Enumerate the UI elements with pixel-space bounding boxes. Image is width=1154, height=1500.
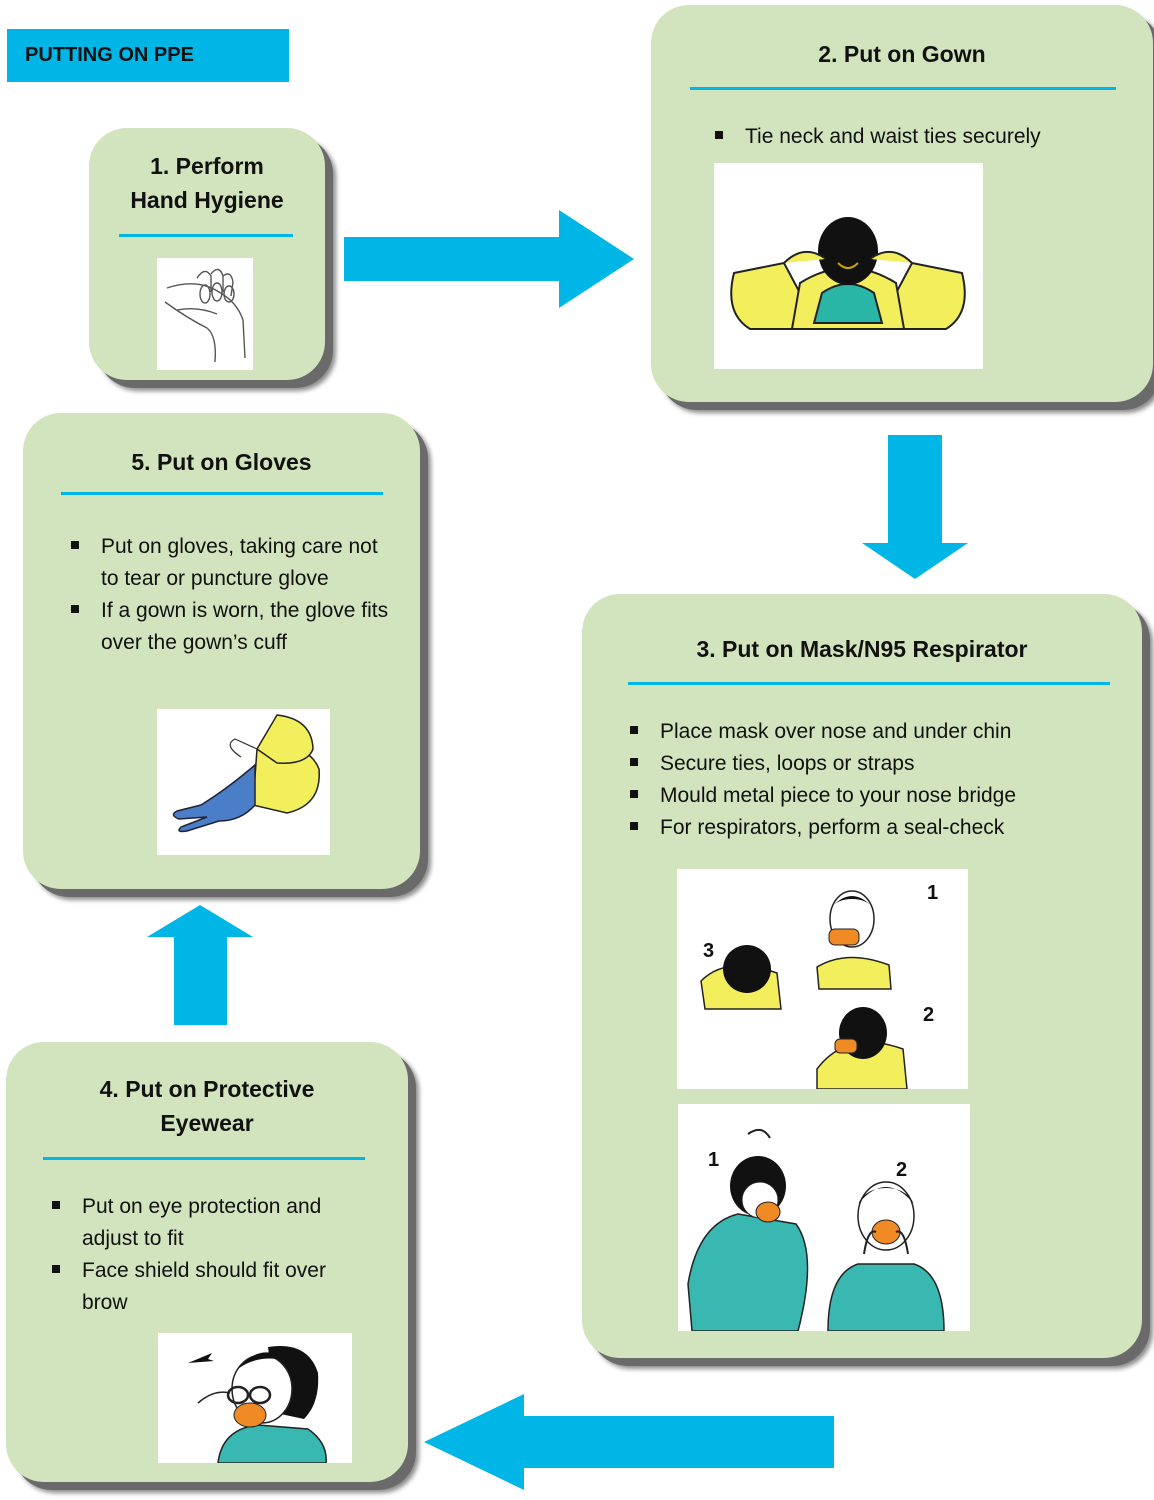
svg-text:1: 1 (927, 882, 938, 904)
svg-text:2: 2 (896, 1159, 907, 1181)
step-5-card: 5. Put on Gloves Put on gloves, taking c… (23, 413, 420, 889)
step-2-divider (690, 87, 1116, 90)
step-4-card: 4. Put on Protective Eyewear Put on eye … (6, 1042, 408, 1482)
list-item: Place mask over nose and under chin (622, 716, 1122, 748)
list-item: If a gown is worn, the glove fits over t… (63, 595, 393, 659)
list-item: For respirators, perform a seal-check (622, 812, 1122, 844)
seal-check-image: 1 2 (678, 1104, 970, 1331)
gloves-image (157, 709, 330, 855)
step-5-points: Put on gloves, taking care not to tear o… (63, 531, 393, 659)
step-2-title: 2. Put on Gown (818, 41, 986, 67)
step-5-title: 5. Put on Gloves (131, 449, 312, 475)
svg-text:3: 3 (703, 940, 714, 962)
arrow-up-icon (147, 905, 253, 1025)
step-4-divider (43, 1157, 365, 1160)
list-item: Put on gloves, taking care not to tear o… (63, 531, 393, 595)
step-2-card: 2. Put on Gown Tie neck and waist ties s… (651, 5, 1153, 402)
step-1-card: 1. Perform Hand Hygiene (89, 128, 325, 380)
arrow-down-icon (862, 435, 968, 579)
gown-image (714, 163, 983, 369)
step-3-title: 3. Put on Mask/N95 Respirator (696, 636, 1028, 662)
step-1-divider (119, 234, 293, 237)
arrow-left-icon (424, 1394, 834, 1490)
list-item: Secure ties, loops or straps (622, 748, 1122, 780)
step-1-title: 1. Perform Hand Hygiene (130, 153, 284, 213)
page-title: PUTTING ON PPE (7, 29, 289, 82)
arrow-right-icon (344, 210, 634, 308)
eyewear-image (158, 1333, 352, 1463)
step-5-divider (61, 492, 383, 495)
mask-tie-image: 1 3 2 (677, 869, 968, 1089)
svg-text:1: 1 (708, 1149, 719, 1171)
step-3-points: Place mask over nose and under chin Secu… (622, 716, 1122, 844)
step-3-divider (628, 682, 1110, 685)
step-4-points: Put on eye protection and adjust to fit … (44, 1191, 344, 1319)
step-3-card: 3. Put on Mask/N95 Respirator Place mask… (582, 594, 1142, 1358)
svg-text:2: 2 (923, 1004, 934, 1026)
list-item: Put on eye protection and adjust to fit (44, 1191, 344, 1255)
hand-hygiene-image (157, 258, 253, 370)
step-4-title: 4. Put on Protective Eyewear (99, 1076, 315, 1136)
list-item: Mould metal piece to your nose bridge (622, 780, 1122, 812)
step-2-points: Tie neck and waist ties securely (707, 121, 1127, 153)
list-item: Face shield should fit over brow (44, 1255, 344, 1319)
list-item: Tie neck and waist ties securely (707, 121, 1127, 153)
